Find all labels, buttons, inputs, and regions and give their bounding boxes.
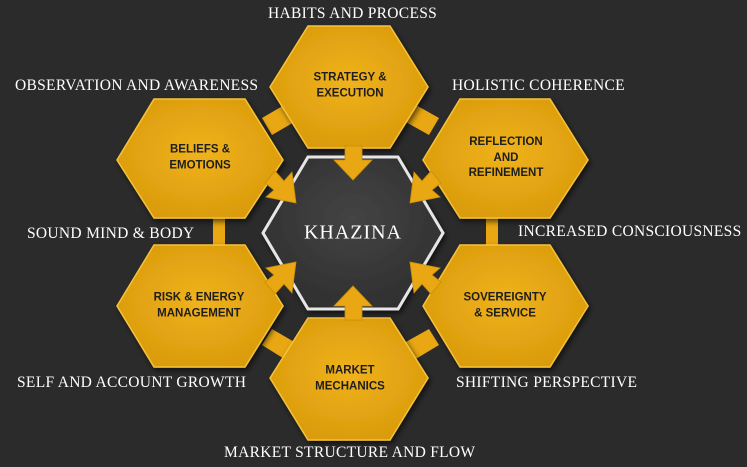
arrow-from-market (333, 285, 373, 321)
outer-label-lower-right: SHIFTING PERSPECTIVE (456, 374, 638, 391)
hexagon-label-market: MARKET MECHANICS (315, 364, 385, 393)
hexagon-label-sovereignty: SOVEREIGNTY & SERVICE (463, 291, 547, 320)
outer-label-mid-right: INCREASED CONSCIOUSNESS (518, 223, 742, 240)
arrow-from-beliefs (264, 170, 297, 204)
outer-label-bottom: MARKET STRUCTURE AND FLOW (224, 444, 476, 461)
hexagon-label-reflection: REFLECTION AND REFINEMENT (468, 135, 544, 179)
hexagon-reflection (422, 98, 589, 219)
hexagon-label-risk: RISK & ENERGY MANAGEMENT (153, 291, 245, 320)
hexagon-label-beliefs: BELIEFS & EMOTIONS (169, 143, 231, 172)
arrow-from-sovereignty (409, 261, 442, 295)
arrow-from-risk (264, 261, 297, 295)
connector-reflection-sovereignty (486, 214, 498, 248)
arrow-from-reflection (409, 170, 442, 204)
hexagon-market (269, 317, 429, 441)
connector-sovereignty-market (404, 329, 439, 360)
hexagon-risk (116, 244, 284, 368)
center-hexagon-group (261, 155, 445, 311)
hexagon-strategy (269, 25, 429, 149)
outer-label-upper-left: OBSERVATION AND AWARENESS (15, 77, 259, 94)
outer-label-mid-left: SOUND MIND & BODY (27, 225, 195, 242)
connector-beliefs-risk (213, 214, 225, 248)
center-hexagon (261, 155, 445, 311)
hexagon-beliefs (116, 98, 284, 219)
hexagon-label-strategy: STRATEGY & EXECUTION (313, 71, 387, 100)
outer-label-top: HABITS AND PROCESS (268, 5, 438, 22)
outer-label-lower-left: SELF AND ACCOUNT GROWTH (17, 374, 247, 391)
arrow-from-strategy (333, 145, 373, 181)
arrows (264, 145, 442, 321)
hexagon-sovereignty (422, 244, 589, 368)
center-title: KHAZINA (303, 221, 403, 244)
hexagon-ring (116, 25, 589, 441)
outer-label-upper-right: HOLISTIC COHERENCE (452, 77, 625, 94)
